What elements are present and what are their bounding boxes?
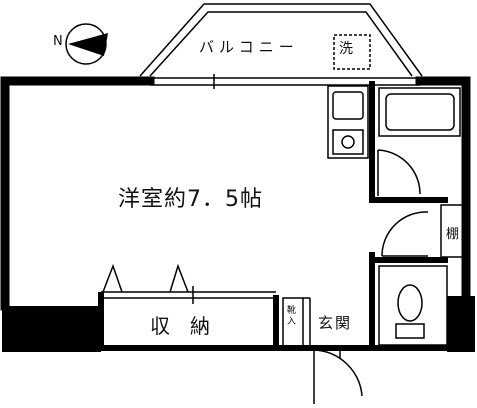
toilet (378, 265, 448, 346)
closet-label: 収 納 (150, 314, 210, 338)
shoe-box-label: 靴入 (287, 306, 297, 327)
washer-label: 洗 (339, 41, 353, 57)
balcony-label: バルコニー (199, 38, 299, 56)
kitchen-counter (327, 85, 369, 159)
shelf-label: 棚 (446, 227, 460, 242)
interior-walls (98, 81, 448, 351)
shoe-box (282, 297, 311, 347)
balcony-outline (139, 3, 423, 77)
washer-pan (333, 34, 371, 70)
wall-block-right (447, 296, 475, 352)
compass-north-label: N (53, 34, 63, 49)
washroom-door (381, 211, 429, 257)
room-label: 洋室約7．5帖 (118, 187, 263, 212)
entrance-door (313, 346, 363, 404)
balcony-window (150, 74, 420, 89)
entrance-label: 玄関 (318, 314, 353, 332)
compass-icon (65, 23, 108, 65)
wall-block-left (2, 306, 101, 352)
bathtub (378, 87, 461, 137)
closet-front (101, 263, 276, 304)
bath-door (377, 149, 421, 196)
exterior-walls (0, 76, 471, 311)
shelf (440, 204, 466, 258)
